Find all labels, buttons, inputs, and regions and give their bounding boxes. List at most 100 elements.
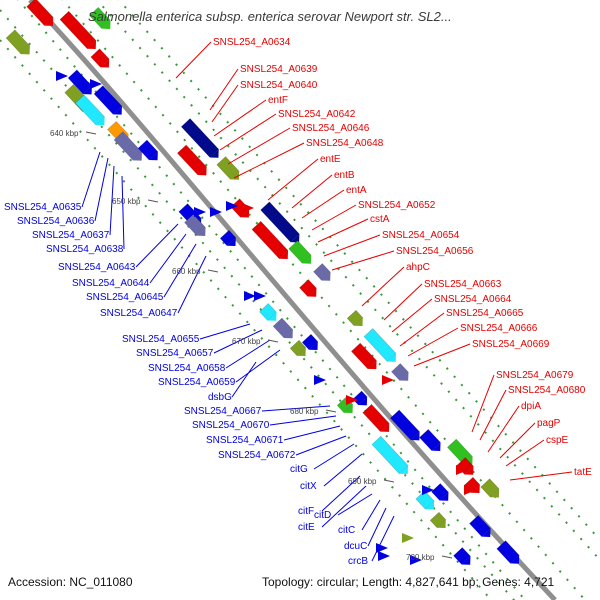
forward-label-leader [233,142,305,179]
forward-gene-label: cstA [370,214,390,225]
forward-gene-label: SNSL254_A0654 [382,230,460,241]
reverse-gene-label: SNSL254_A0672 [218,450,296,461]
forward-gene-label: SNSL254_A0634 [213,37,291,48]
forward-label-leader [331,250,395,271]
gene-block [371,435,409,475]
reverse-label-leader [135,223,179,268]
forward-gene-label: SNSL254_A0669 [472,339,550,350]
forward-label-leader [291,174,333,209]
gene-block [259,303,277,321]
dotted-track [95,0,600,561]
reverse-gene-label: citC [338,525,355,536]
reverse-gene-label: citD [314,510,331,521]
reverse-label-leader [177,255,207,314]
forward-gene-label: entA [346,185,367,196]
gene-block [346,309,364,327]
gene-block [313,263,331,281]
page-title: Salmonella enterica subsp. enterica sero… [88,9,452,24]
gene-arrow [378,551,390,561]
forward-gene-label: ahpC [406,262,430,273]
gene-block [299,279,317,297]
reverse-gene-label: citF [298,506,314,517]
gene-labels: SNSL254_A0634SNSL254_A0639SNSL254_A0640e… [4,37,592,567]
forward-gene-label: entB [334,170,355,181]
scale-tick-label: 680 kbp [290,407,319,416]
scale-tick-label: 640 kbp [50,129,79,138]
gene-block [272,317,294,339]
gene-block [429,511,447,529]
forward-label-leader [399,312,445,347]
forward-gene-label: pagP [537,418,561,429]
forward-label-leader [311,204,357,231]
forward-label-leader [175,41,212,79]
gene-arrow [346,395,358,405]
gene-block [289,339,307,357]
forward-label-leader [479,389,507,441]
reverse-gene-label: citG [290,464,308,475]
reverse-label-leader [313,443,355,470]
reverse-label-leader [295,435,347,456]
scale-tick-label: 670 kbp [232,337,261,346]
reverse-gene-label: SNSL254_A0671 [206,435,284,446]
dotted-track [17,0,526,600]
gene-arrow [244,291,256,301]
gene-block [352,390,368,406]
gene-arrow [194,207,206,217]
reverse-label-leader [337,493,373,516]
gene-block [251,220,289,260]
forward-label-leader [383,283,423,321]
forward-gene-label: SNSL254_A0680 [508,385,586,396]
forward-gene-label: SNSL254_A0666 [460,323,538,334]
accession-text: Accession: NC_011080 [8,575,133,589]
reverse-gene-label: crcB [348,556,368,567]
reverse-label-leader [149,233,187,284]
reverse-label-leader [321,485,367,528]
scale-tick-label: 650 kbp [112,197,141,206]
topology-text: Topology: circular; Length: 4,827,641 bp… [262,575,555,589]
forward-label-leader [323,234,381,257]
gene-block [180,118,220,158]
reverse-gene-label: SNSL254_A0647 [100,308,178,319]
reverse-gene-label: SNSL254_A0655 [122,334,200,345]
dotted-track [117,0,600,541]
gene-block [431,483,449,501]
gene-block [184,213,206,237]
backbone-line [28,0,557,600]
reverse-label-leader [225,339,271,369]
scale-tick-mark [267,339,279,343]
reverse-gene-label: SNSL254_A0657 [136,348,214,359]
forward-gene-label: SNSL254_A0639 [240,64,318,75]
gene-block [496,540,520,564]
reverse-label-leader [361,499,381,531]
scale-tick-mark [383,479,395,483]
scale-tick-mark [441,555,453,559]
gene-block [362,404,390,432]
gene-block [288,240,312,264]
gene-block [137,139,159,161]
forward-gene-label: dpiA [521,401,541,412]
scale-tick-label: 660 kbp [172,267,201,276]
gene-block [391,363,409,381]
forward-gene-label: SNSL254_A0663 [424,279,502,290]
gene-features [5,0,520,565]
gene-arrow [90,79,102,89]
gene-block [93,85,123,115]
reverse-gene-label: SNSL254_A0636 [17,216,95,227]
forward-label-leader [509,471,573,481]
gene-arrow [210,207,222,217]
gene-arrow [410,555,422,565]
reverse-gene-label: SNSL254_A0658 [148,363,226,374]
forward-gene-label: SNSL254_A0646 [292,123,370,134]
reverse-gene-label: dcuC [344,541,367,552]
reverse-gene-label: SNSL254_A0638 [46,244,124,255]
forward-gene-label: SNSL254_A0648 [306,138,384,149]
forward-label-leader [361,266,405,307]
forward-gene-label: SNSL254_A0652 [358,200,436,211]
gene-block [219,229,237,247]
scale-tick-mark [147,199,159,203]
forward-label-leader [499,422,536,459]
reverse-label-leader [121,175,125,250]
scale-tick-mark [325,409,337,413]
reverse-gene-label: citE [298,522,315,533]
